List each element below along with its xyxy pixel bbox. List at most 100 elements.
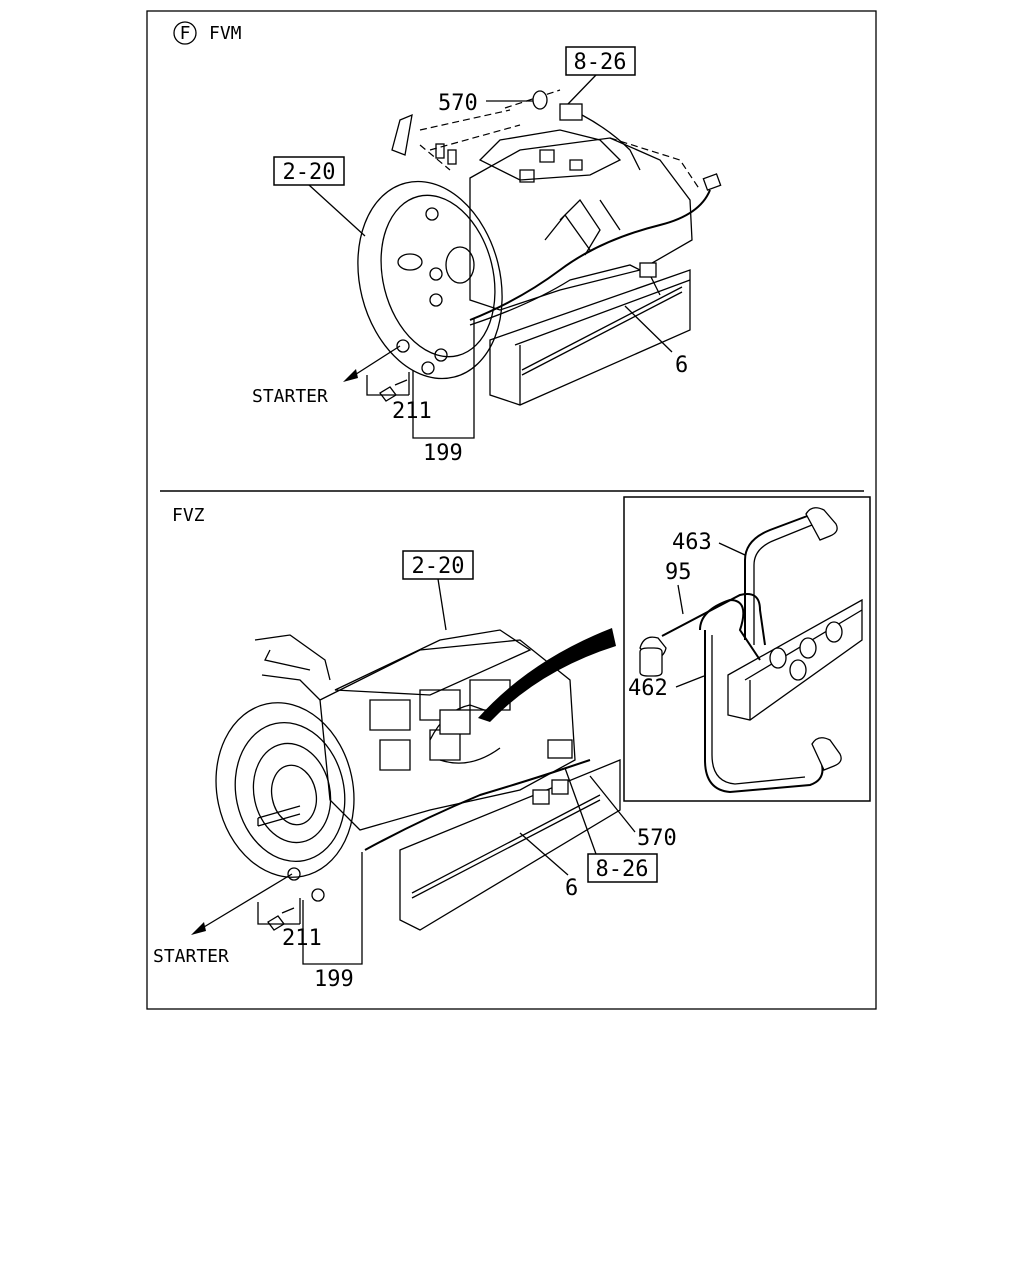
fvm-transmission-drawing — [357, 89, 722, 406]
inset-leader-95 — [677, 584, 684, 615]
fvz-bell-housing — [215, 702, 355, 878]
inset-harness-463 — [744, 514, 811, 640]
fvm-rail-slot — [521, 286, 683, 371]
diagram-frame — [146, 10, 877, 1010]
fvm-input-shaft — [445, 246, 475, 284]
inset-harness-462-inner — [711, 635, 806, 785]
inset-plug-462 — [639, 647, 663, 677]
fvz-inset: 463 95 462 — [623, 496, 871, 802]
top-starter-arrow — [349, 345, 401, 379]
fvz-connector — [551, 779, 569, 795]
fvz-bell-ring — [252, 742, 332, 844]
fvm-nut — [421, 361, 435, 375]
top-leader-6 — [624, 305, 673, 353]
fvz-bracket-plate — [439, 709, 471, 735]
fvz-shift-lever — [254, 634, 331, 681]
inset-connector-cap — [811, 737, 842, 771]
fvz-rail-slot — [411, 794, 601, 894]
bottom-bracket-211 — [257, 898, 301, 925]
fvm-nut — [434, 348, 448, 362]
inset-label-463: 463 — [672, 530, 712, 555]
fvm-switch-wire — [581, 114, 641, 171]
bottom-leader-8-26 — [564, 767, 597, 855]
top-panel: F FVM — [173, 21, 722, 466]
fvz-bell-ring — [270, 764, 318, 826]
fvz-connector — [532, 789, 550, 805]
bottom-variant-title: FVZ — [172, 505, 205, 526]
fvm-connector — [639, 262, 657, 278]
fvm-bolt — [429, 267, 443, 281]
inset-socket — [789, 659, 807, 681]
inset-socket — [769, 647, 787, 669]
variant-circle-badge — [173, 21, 197, 45]
top-ref-8-26: 8-26 — [574, 50, 627, 75]
fvm-bell-inner — [380, 194, 496, 358]
fvm-case-ribs — [544, 198, 621, 256]
bottom-starter-arrow — [198, 873, 293, 931]
fvm-gear-case — [469, 137, 693, 311]
fvz-input-shaft — [257, 805, 301, 827]
fvz-bolt-small — [281, 907, 295, 914]
inset-socket — [799, 637, 817, 659]
top-starter-arrowhead — [343, 369, 358, 382]
top-bracket-199 — [412, 318, 475, 439]
top-ref-2-20: 2-20 — [283, 160, 336, 185]
bottom-leader-570 — [589, 775, 636, 833]
inset-rail — [727, 598, 863, 721]
fvm-frame-rail — [489, 269, 691, 406]
top-label-211: 211 — [392, 399, 432, 424]
top-ref-8-26-box — [565, 46, 636, 76]
fvm-nut — [396, 339, 410, 353]
top-label-570: 570 — [438, 91, 478, 116]
top-leader-8-26 — [567, 74, 597, 105]
fvz-nut — [311, 888, 325, 902]
fvm-bracket — [391, 113, 413, 156]
fvz-zoom-band — [478, 628, 616, 722]
bottom-label-211: 211 — [282, 926, 322, 951]
bottom-ref-2-20-box — [402, 550, 474, 580]
inset-harness-95 — [661, 593, 766, 646]
bottom-panel: FVZ — [153, 496, 871, 992]
bottom-label-6: 6 — [565, 876, 578, 901]
top-label-199: 199 — [423, 441, 463, 466]
top-bracket-211 — [366, 372, 410, 396]
fvm-frame-rail-edge — [514, 279, 691, 405]
fvm-hub — [397, 253, 423, 271]
fvz-shift-arm — [261, 674, 321, 701]
variant-circle-letter: F — [180, 23, 191, 44]
fvm-stud — [447, 149, 457, 165]
fvm-bolt-small — [394, 379, 408, 386]
top-leader-2-20 — [308, 184, 366, 237]
top-label-6: 6 — [675, 353, 688, 378]
fvz-rail-slot — [411, 799, 601, 899]
fvz-frame-rail — [399, 759, 621, 931]
fvm-dashed-outline — [419, 137, 701, 191]
bottom-ref-8-26: 8-26 — [596, 857, 649, 882]
bottom-bracket-199 — [302, 852, 363, 965]
bottom-label-199: 199 — [314, 967, 354, 992]
top-label-starter: STARTER — [252, 386, 328, 407]
fvm-case-top — [478, 129, 622, 181]
fvm-rail-slot — [521, 291, 683, 376]
inset-label-95: 95 — [665, 560, 692, 585]
bottom-label-starter: STARTER — [153, 946, 229, 967]
fvm-wire-harness-lower — [469, 264, 661, 326]
fvm-bell-housing — [357, 180, 503, 380]
fvm-mid-connectors — [519, 149, 583, 183]
fvz-nut — [287, 867, 301, 881]
fvz-case-top — [334, 629, 532, 696]
fvm-bolt — [425, 207, 439, 221]
fvz-wire-harness — [364, 759, 591, 851]
fvz-transmission-drawing — [215, 628, 621, 931]
inset-label-462: 462 — [628, 676, 668, 701]
inset-socket — [825, 621, 843, 643]
fvz-switch-570 — [547, 739, 573, 759]
fvm-connector-end — [702, 173, 722, 191]
top-variant-title: FVM — [209, 23, 242, 44]
fvm-wire-harness — [469, 189, 711, 321]
inset-leader-462 — [675, 675, 705, 688]
fvm-switch-570 — [559, 103, 583, 121]
fvz-bell-inner — [234, 721, 346, 863]
inset-leader-463 — [718, 542, 746, 556]
